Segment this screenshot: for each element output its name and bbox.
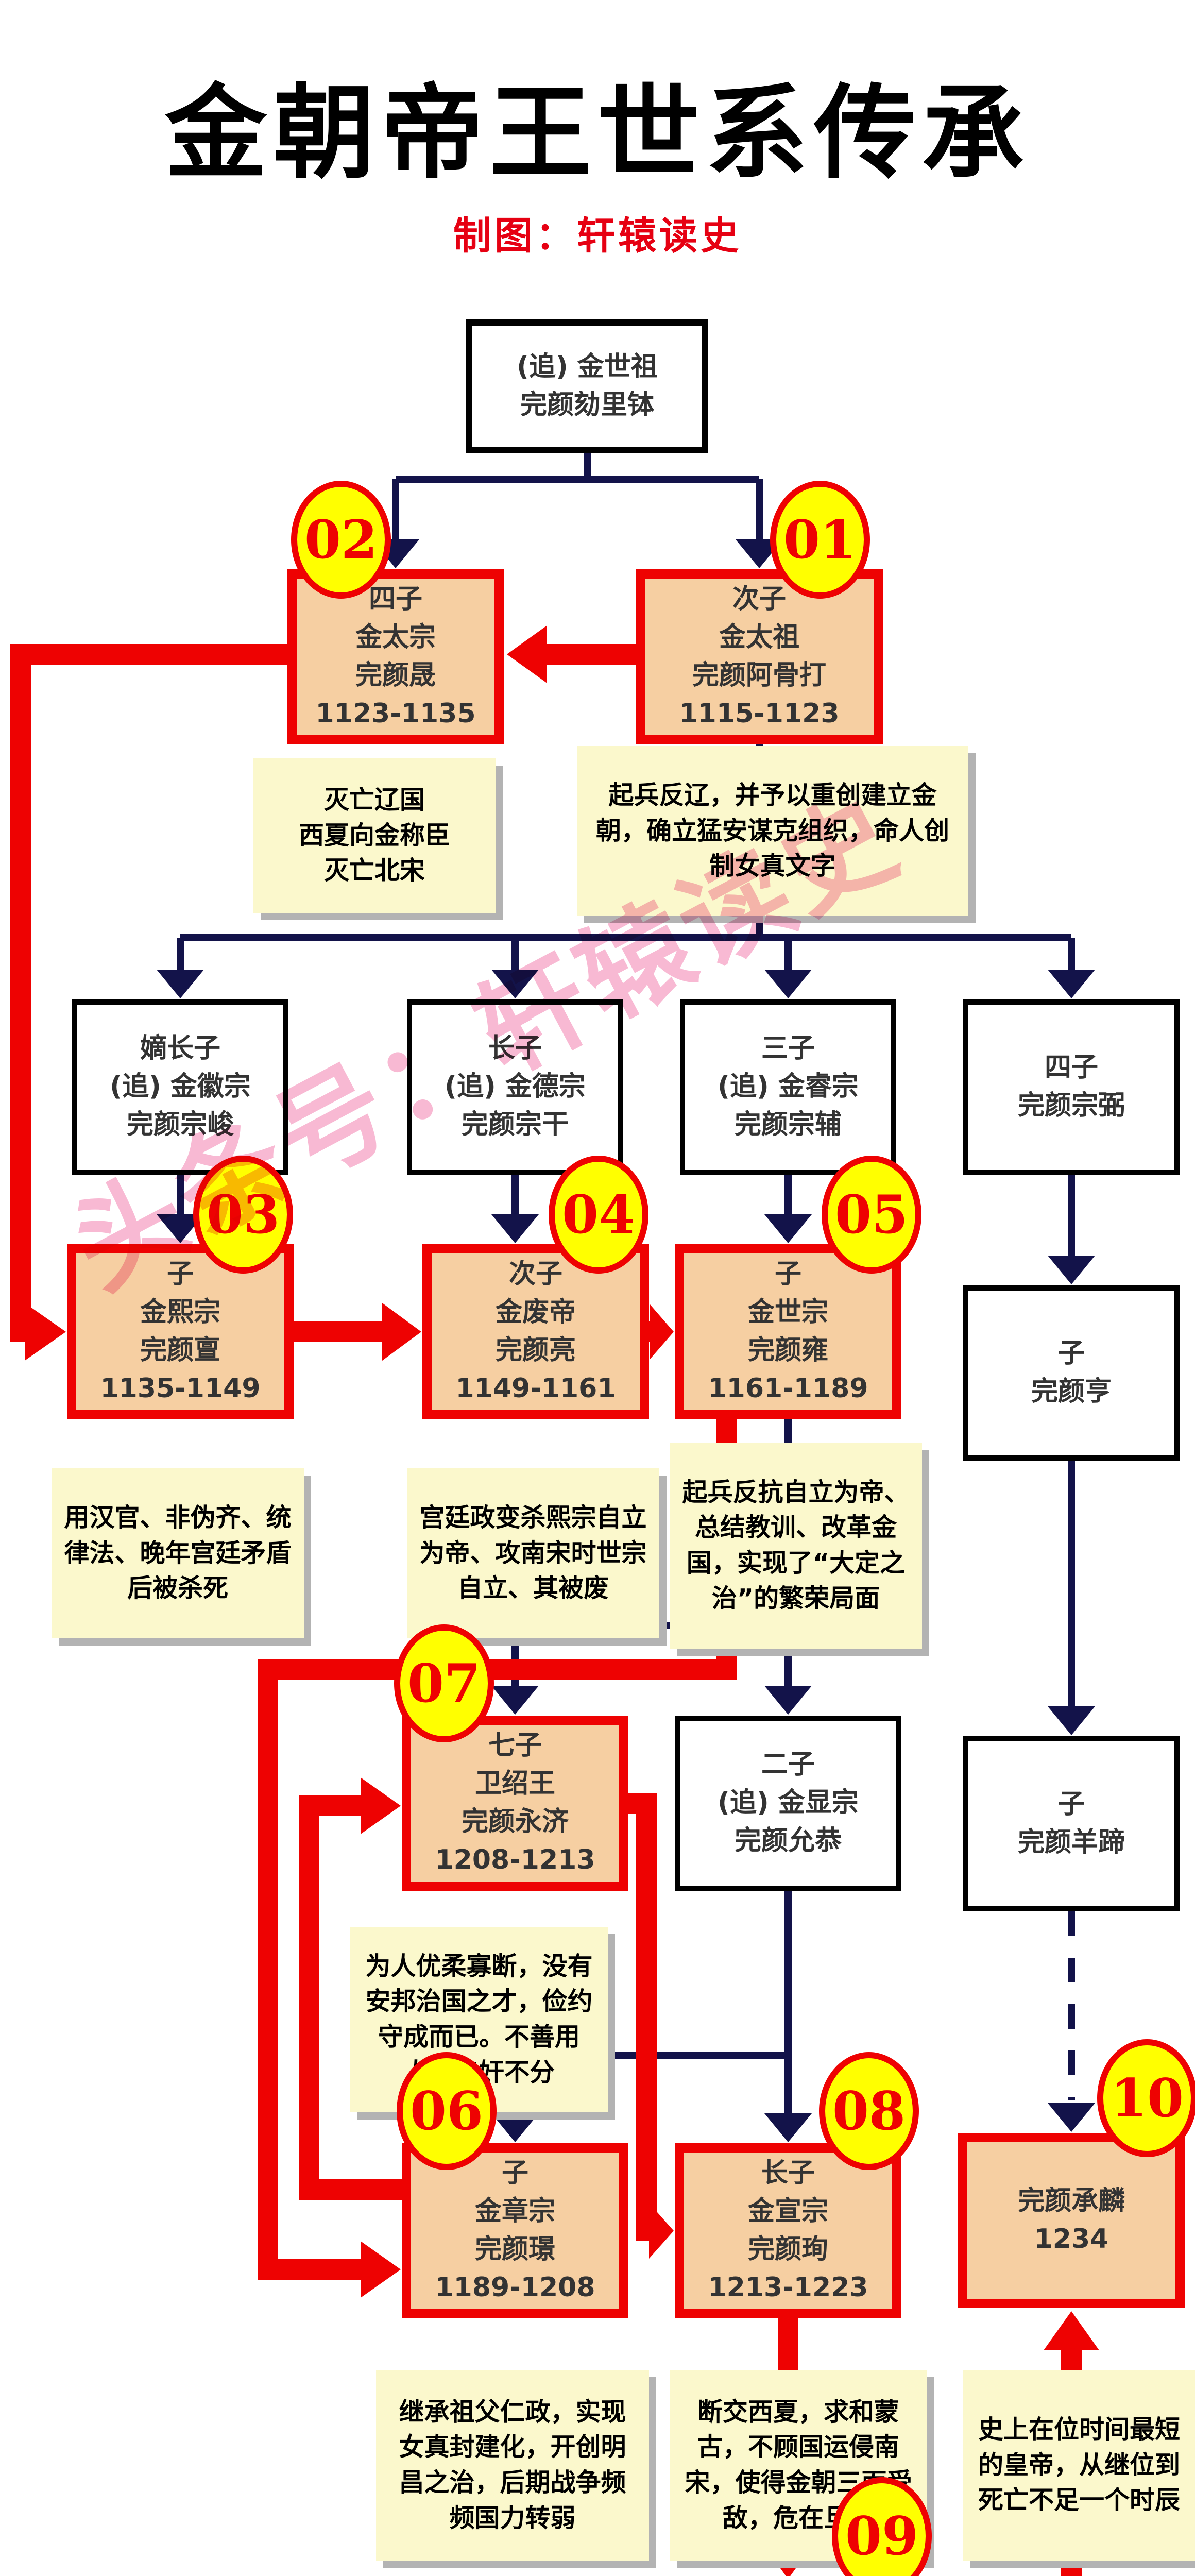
node-relation: 子 — [774, 1259, 801, 1290]
note-chenglin: 史上在位时间最短的皇帝，从继位到死亡不足一个时辰 — [963, 2370, 1195, 2561]
node-reign: 1189-1208 — [435, 2272, 595, 2303]
node-title: 金太祖 — [719, 622, 799, 653]
node-name: 完颜璟 — [474, 2234, 555, 2265]
node-title: (追) 金睿宗 — [718, 1071, 859, 1103]
node-relation: 三子 — [761, 1033, 815, 1064]
node-jin-ruizong: 三子 (追) 金睿宗 完颜宗辅 — [680, 999, 896, 1175]
node-reign: 1213-1223 — [708, 2272, 868, 2303]
node-reign: 1149-1161 — [455, 1372, 616, 1404]
node-relation: 七子 — [488, 1730, 542, 1761]
node-name: 完颜劾里钵 — [520, 389, 654, 420]
node-name: 完颜承麟 — [1017, 2185, 1125, 2217]
node-wanyan-zongbi: 四子 完颜宗弼 — [963, 999, 1180, 1175]
note-shizong: 起兵反抗自立为帝、总结教训、改革金国，实现了“大定之治”的繁荣局面 — [670, 1443, 922, 1649]
page-title: 金朝帝王世系传承 — [165, 74, 1030, 193]
badge-02: 02 — [291, 481, 391, 599]
node-name: 完颜亨 — [1031, 1376, 1112, 1407]
node-jin-xianzong: 二子 (追) 金显宗 完颜允恭 — [675, 1716, 901, 1891]
badge-07: 07 — [394, 1624, 494, 1742]
node-relation: 嫡长子 — [140, 1033, 220, 1064]
node-reign: 1135-1149 — [100, 1372, 261, 1404]
node-jin-dezong: 长子 (追) 金德宗 完颜宗干 — [407, 999, 623, 1175]
note-taizu: 起兵反辽，并予以重创建立金朝，确立猛安谋克组织，命人创制女真文字 — [577, 746, 968, 916]
node-name: 完颜宗干 — [461, 1109, 569, 1140]
node-title: 金太宗 — [355, 622, 436, 653]
node-title: 金宣宗 — [747, 2196, 828, 2227]
succ-07-to-08 — [628, 1793, 657, 2241]
node-reign: 1208-1213 — [435, 1844, 595, 1875]
badge-03: 03 — [193, 1156, 293, 1274]
badge-05: 05 — [822, 1156, 921, 1274]
node-relation: 子 — [1057, 1789, 1085, 1820]
node-title: 金世宗 — [747, 1297, 828, 1328]
family-arrowheads — [157, 539, 1095, 2142]
badge-08: 08 — [819, 2052, 919, 2170]
node-name: 完颜珣 — [747, 2234, 828, 2265]
node-reign: 1115-1123 — [679, 698, 840, 729]
node-relation: 四子 — [368, 584, 422, 615]
node-jin-taizu: 次子 金太祖 完颜阿骨打 1115-1123 — [636, 569, 883, 744]
succ-06-to-07 — [299, 1795, 402, 2200]
node-name: 完颜阿骨打 — [692, 660, 826, 691]
node-name: 完颜雍 — [747, 1335, 828, 1366]
badge-01: 01 — [770, 481, 870, 599]
node-name: 完颜晟 — [355, 660, 436, 691]
note-xizong: 用汉官、非伪齐、统律法、晚年宫廷矛盾后被杀死 — [52, 1468, 304, 1638]
node-jin-taizong: 四子 金太宗 完颜晟 1123-1135 — [287, 569, 504, 744]
node-title: (追) 金世祖 — [517, 351, 658, 383]
node-title: (追) 金显宗 — [718, 1787, 859, 1819]
node-title: 卫绍王 — [474, 1768, 555, 1800]
node-reign: 1234 — [1034, 2224, 1109, 2255]
node-relation: 子 — [501, 2158, 528, 2189]
badge-10: 10 — [1097, 2039, 1195, 2157]
node-wanyan-heng: 子 完颜亨 — [963, 1285, 1180, 1461]
succ-02-to-03 — [10, 644, 287, 1342]
badge-06: 06 — [397, 2052, 497, 2170]
node-relation: 次子 — [732, 584, 786, 615]
node-jin-zhangzong: 子 金章宗 完颜璟 1189-1208 — [402, 2143, 628, 2318]
node-relation: 二子 — [761, 1749, 815, 1781]
note-feidi: 宫廷政变杀熙宗自立为帝、攻南宋时世宗自立、其被废 — [407, 1468, 659, 1638]
badge-04: 04 — [549, 1156, 648, 1274]
node-reign: 1123-1135 — [315, 698, 476, 729]
node-name: 完颜亶 — [140, 1335, 220, 1366]
node-relation: 子 — [166, 1259, 194, 1290]
page-subtitle: 制图：轩辕读史 — [453, 214, 742, 258]
node-wanyan-chenglin: 完颜承麟 1234 — [958, 2133, 1185, 2308]
node-title: (追) 金德宗 — [445, 1071, 586, 1103]
node-jin-huizong: 嫡长子 (追) 金徽宗 完颜宗峻 — [72, 999, 288, 1175]
node-name: 完颜宗弼 — [1017, 1090, 1125, 1121]
line-shizu-to-sons — [392, 453, 763, 540]
node-jin-shizu: (追) 金世祖 完颜劾里钵 — [466, 319, 708, 453]
node-name: 完颜亮 — [495, 1335, 576, 1366]
node-jin-feidi: 次子 金废帝 完颜亮 1149-1161 — [422, 1244, 649, 1419]
node-name: 完颜羊蹄 — [1017, 1827, 1125, 1858]
note-zhangzong: 继承祖父仁政，实现女真封建化，开创明昌之治，后期战争频频国力转弱 — [376, 2370, 649, 2561]
note-taizong: 灭亡辽国 西夏向金称臣 灭亡北宋 — [253, 758, 496, 913]
node-title: 金熙宗 — [140, 1297, 220, 1328]
node-relation: 四子 — [1044, 1052, 1098, 1083]
node-name: 完颜永济 — [461, 1806, 569, 1837]
node-name: 完颜允恭 — [734, 1825, 842, 1856]
node-relation: 子 — [1057, 1338, 1085, 1369]
node-weishaowang: 七子 卫绍王 完颜永济 1208-1213 — [402, 1716, 628, 1891]
node-name: 完颜宗辅 — [734, 1109, 842, 1140]
line-gen2-to-gen3 — [177, 1175, 1075, 1256]
node-relation: 次子 — [508, 1259, 562, 1290]
node-wanyan-yangti: 子 完颜羊蹄 — [963, 1736, 1180, 1911]
node-title: (追) 金徽宗 — [110, 1071, 251, 1103]
node-relation: 长子 — [761, 2158, 815, 2189]
node-jin-xizong: 子 金熙宗 完颜亶 1135-1149 — [67, 1244, 294, 1419]
node-title: 金章宗 — [474, 2196, 555, 2227]
node-reign: 1161-1189 — [708, 1372, 868, 1404]
node-title: 金废帝 — [495, 1297, 576, 1328]
node-name: 完颜宗峻 — [126, 1109, 234, 1140]
node-relation: 长子 — [488, 1033, 542, 1064]
